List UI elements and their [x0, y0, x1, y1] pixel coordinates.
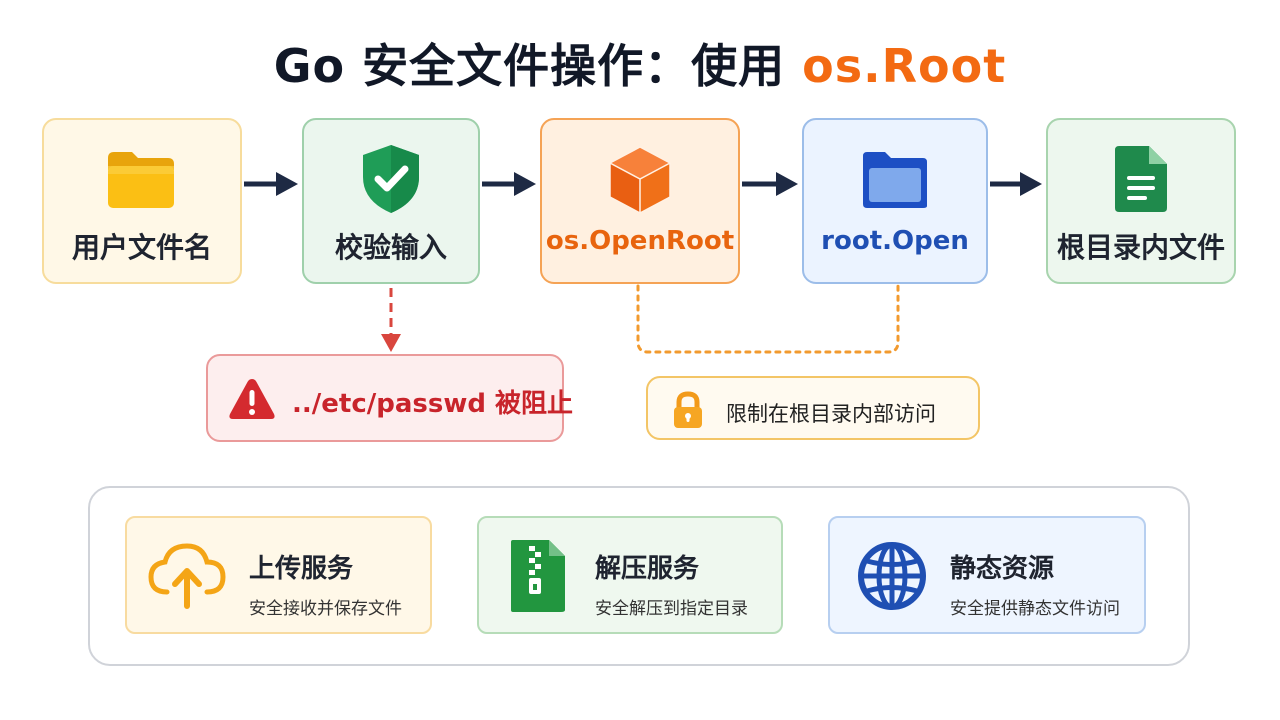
step-file-in-root: 根目录内文件 [1046, 118, 1236, 284]
step-validate-input: 校验输入 [302, 118, 480, 284]
step-label: os.OpenRoot [545, 226, 735, 256]
step-label: 根目录内文件 [1056, 231, 1225, 264]
folder-icon [44, 144, 240, 214]
use-case-subtitle: 安全解压到指定目录 [595, 599, 748, 619]
shield-check-icon [304, 144, 478, 214]
warning-icon [228, 376, 276, 426]
step-label: 用户文件名 [71, 231, 212, 264]
restriction-text: 限制在根目录内部访问 [726, 402, 936, 426]
blocked-text: ../etc/passwd 被阻止 [292, 389, 574, 419]
flow-arrow-2 [482, 172, 536, 196]
flow-arrow-4 [990, 172, 1042, 196]
step-label: root.Open [821, 226, 969, 256]
use-case-unzip: 解压服务 安全解压到指定目录 [477, 516, 783, 634]
step-os-openroot: os.OpenRoot [540, 118, 740, 284]
use-case-upload: 上传服务 安全接收并保存文件 [125, 516, 432, 634]
cube-icon [542, 144, 738, 214]
blocked-path-box: ../etc/passwd 被阻止 [206, 354, 573, 442]
blue-folder-icon [804, 144, 986, 214]
step-root-open: root.Open [802, 118, 988, 284]
page-title: Go 安全文件操作：使用 os.Root [0, 30, 1280, 96]
use-case-title: 上传服务 [249, 554, 354, 584]
flow-arrow-3 [742, 172, 798, 196]
use-case-title: 解压服务 [595, 554, 700, 584]
use-case-subtitle: 安全接收并保存文件 [249, 599, 402, 619]
blocked-arrow [381, 288, 401, 352]
step-user-filename: 用户文件名 [42, 118, 242, 284]
lock-icon [668, 390, 708, 434]
step-label: 校验输入 [334, 231, 447, 264]
use-case-subtitle: 安全提供静态文件访问 [950, 599, 1120, 619]
restriction-bracket [636, 284, 900, 354]
zip-file-icon [509, 538, 567, 618]
cloud-upload-icon [147, 540, 227, 614]
restriction-note: 限制在根目录内部访问 [646, 376, 980, 440]
use-case-static: 静态资源 安全提供静态文件访问 [828, 516, 1146, 634]
title-prefix: Go 安全文件操作：使用 [273, 39, 803, 93]
document-icon [1048, 144, 1234, 214]
flow-arrow-1 [244, 172, 298, 196]
globe-icon [856, 540, 928, 616]
title-accent: os.Root [802, 39, 1007, 93]
use-case-title: 静态资源 [950, 554, 1055, 584]
